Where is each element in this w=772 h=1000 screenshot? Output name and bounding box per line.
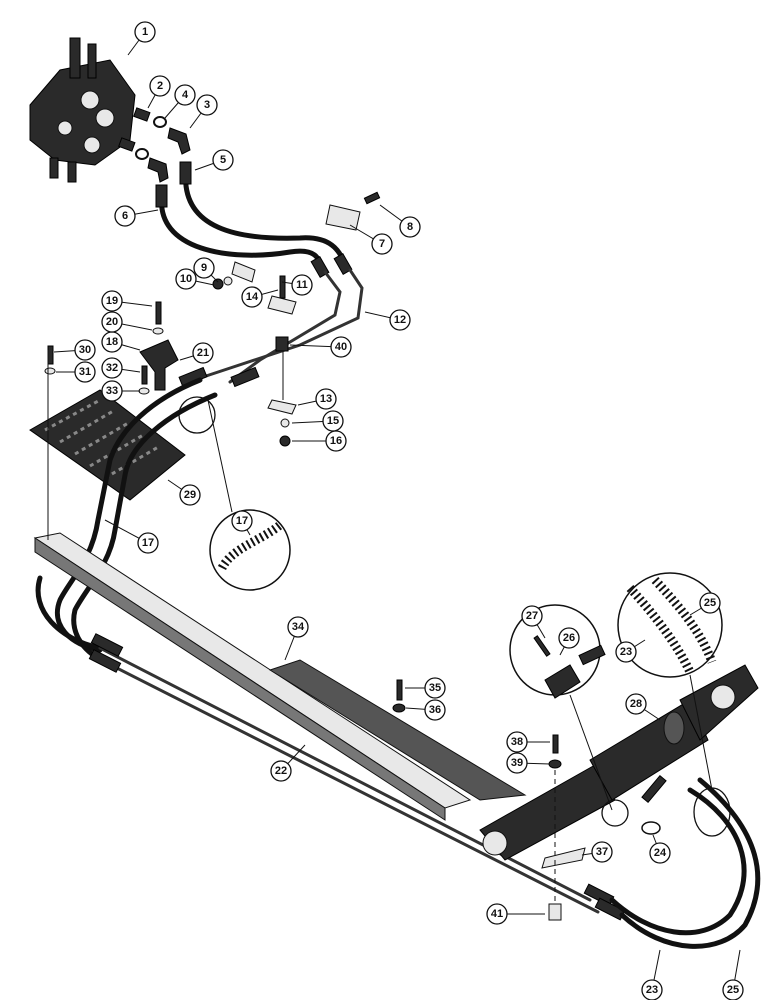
callout-29: 29	[179, 484, 201, 506]
callout-number: 22	[275, 765, 287, 777]
callout-number: 33	[106, 385, 118, 397]
callout-number: 32	[106, 362, 118, 374]
callout-number: 29	[184, 489, 196, 501]
callout-number: 23	[620, 646, 632, 658]
callout-17: 17	[231, 510, 253, 532]
callout-number: 25	[727, 984, 739, 996]
callout-number: 17	[236, 515, 248, 527]
callout-26: 26	[558, 627, 580, 649]
callout-number: 11	[296, 279, 308, 291]
callout-32: 32	[101, 357, 123, 379]
callout-number: 17	[142, 537, 154, 549]
hydraulic-cylinder	[479, 664, 759, 861]
valve-fittings	[118, 107, 191, 183]
control-valve	[29, 37, 136, 183]
callout-16: 16	[325, 430, 347, 452]
callout-number: 21	[197, 347, 209, 359]
callout-39: 39	[506, 752, 528, 774]
step-plate	[29, 389, 186, 501]
callout-number: 4	[182, 89, 189, 101]
callout-38: 38	[506, 731, 528, 753]
callout-18: 18	[101, 331, 123, 353]
callout-19: 19	[101, 290, 123, 312]
callout-number: 10	[180, 273, 192, 285]
callout-21: 21	[192, 342, 214, 364]
callout-4: 4	[174, 84, 196, 106]
callout-number: 8	[407, 221, 413, 233]
callout-number: 31	[79, 366, 91, 378]
callout-6: 6	[114, 205, 136, 227]
callout-8: 8	[399, 216, 421, 238]
callout-number: 18	[106, 336, 118, 348]
callout-28: 28	[625, 693, 647, 715]
frame-rail	[33, 350, 527, 821]
leader-lines	[53, 31, 741, 991]
callout-14: 14	[241, 286, 263, 308]
callout-27: 27	[521, 605, 543, 627]
callout-number: 14	[246, 291, 259, 303]
callout-1: 1	[134, 21, 156, 43]
callout-number: 16	[330, 435, 342, 447]
callout-number: 40	[335, 341, 347, 353]
callout-number: 23	[646, 984, 658, 996]
callout-3: 3	[196, 94, 218, 116]
callout-36: 36	[424, 699, 446, 721]
callout-number: 39	[511, 757, 523, 769]
callout-number: 7	[379, 238, 385, 250]
callout-12: 12	[389, 309, 411, 331]
callout-23: 23	[615, 641, 637, 663]
callout-number: 9	[201, 262, 207, 274]
callout-number: 28	[630, 698, 642, 710]
callout-number: 36	[429, 704, 441, 716]
callout-number: 35	[429, 682, 441, 694]
callout-number: 27	[526, 610, 538, 622]
callout-24: 24	[649, 842, 671, 864]
callout-7: 7	[371, 233, 393, 255]
callout-number: 30	[79, 344, 91, 356]
callout-2: 2	[149, 75, 171, 97]
callout-number: 38	[511, 736, 523, 748]
callout-number: 34	[292, 621, 305, 633]
callout-number: 25	[704, 597, 716, 609]
callout-30: 30	[74, 339, 96, 361]
callout-number: 3	[204, 99, 210, 111]
callout-number: 37	[596, 846, 608, 858]
callout-41: 41	[486, 903, 508, 925]
callout-number: 5	[220, 154, 226, 166]
callout-11: 11	[291, 274, 313, 296]
callout-number: 41	[491, 908, 503, 920]
callout-25: 25	[722, 979, 744, 1000]
callout-13: 13	[315, 388, 337, 410]
callout-33: 33	[101, 380, 123, 402]
callout-number: 20	[106, 316, 118, 328]
callout-number: 12	[394, 314, 406, 326]
callout-31: 31	[74, 361, 96, 383]
callout-number: 26	[563, 632, 575, 644]
callout-25: 25	[699, 592, 721, 614]
callout-15: 15	[322, 410, 344, 432]
callout-17: 17	[137, 532, 159, 554]
callout-number: 2	[157, 80, 163, 92]
callout-number: 6	[122, 210, 128, 222]
callout-9: 9	[193, 257, 215, 279]
callout-number: 24	[654, 847, 667, 859]
callout-number: 15	[327, 415, 339, 427]
callout-5: 5	[212, 149, 234, 171]
callout-22: 22	[270, 760, 292, 782]
callout-number: 1	[142, 26, 148, 38]
callout-number: 13	[320, 393, 332, 405]
callout-40: 40	[330, 336, 352, 358]
callout-35: 35	[424, 677, 446, 699]
callout-23: 23	[641, 979, 663, 1000]
callout-37: 37	[591, 841, 613, 863]
callout-10: 10	[175, 268, 197, 290]
callout-20: 20	[101, 311, 123, 333]
callout-number: 19	[106, 295, 118, 307]
callout-34: 34	[287, 616, 309, 638]
